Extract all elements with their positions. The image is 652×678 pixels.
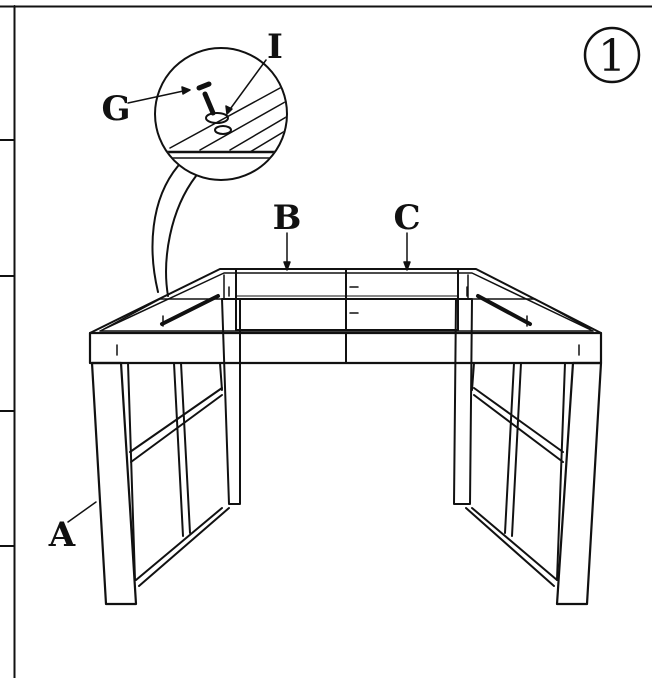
step-number: 1	[598, 31, 626, 82]
detail-magnifier	[151, 47, 288, 297]
callout-i-washer: I	[267, 27, 283, 67]
callout-c-panel: C	[393, 198, 420, 238]
callout-a-leg: A	[48, 515, 76, 555]
callout-leaders	[67, 59, 411, 523]
callout-g-bolt: G	[101, 89, 130, 129]
callout-b-panel: B	[273, 198, 302, 238]
table-frame	[88, 268, 603, 606]
step-number-badge: 1	[583, 26, 641, 84]
page-frame	[0, 5, 652, 678]
